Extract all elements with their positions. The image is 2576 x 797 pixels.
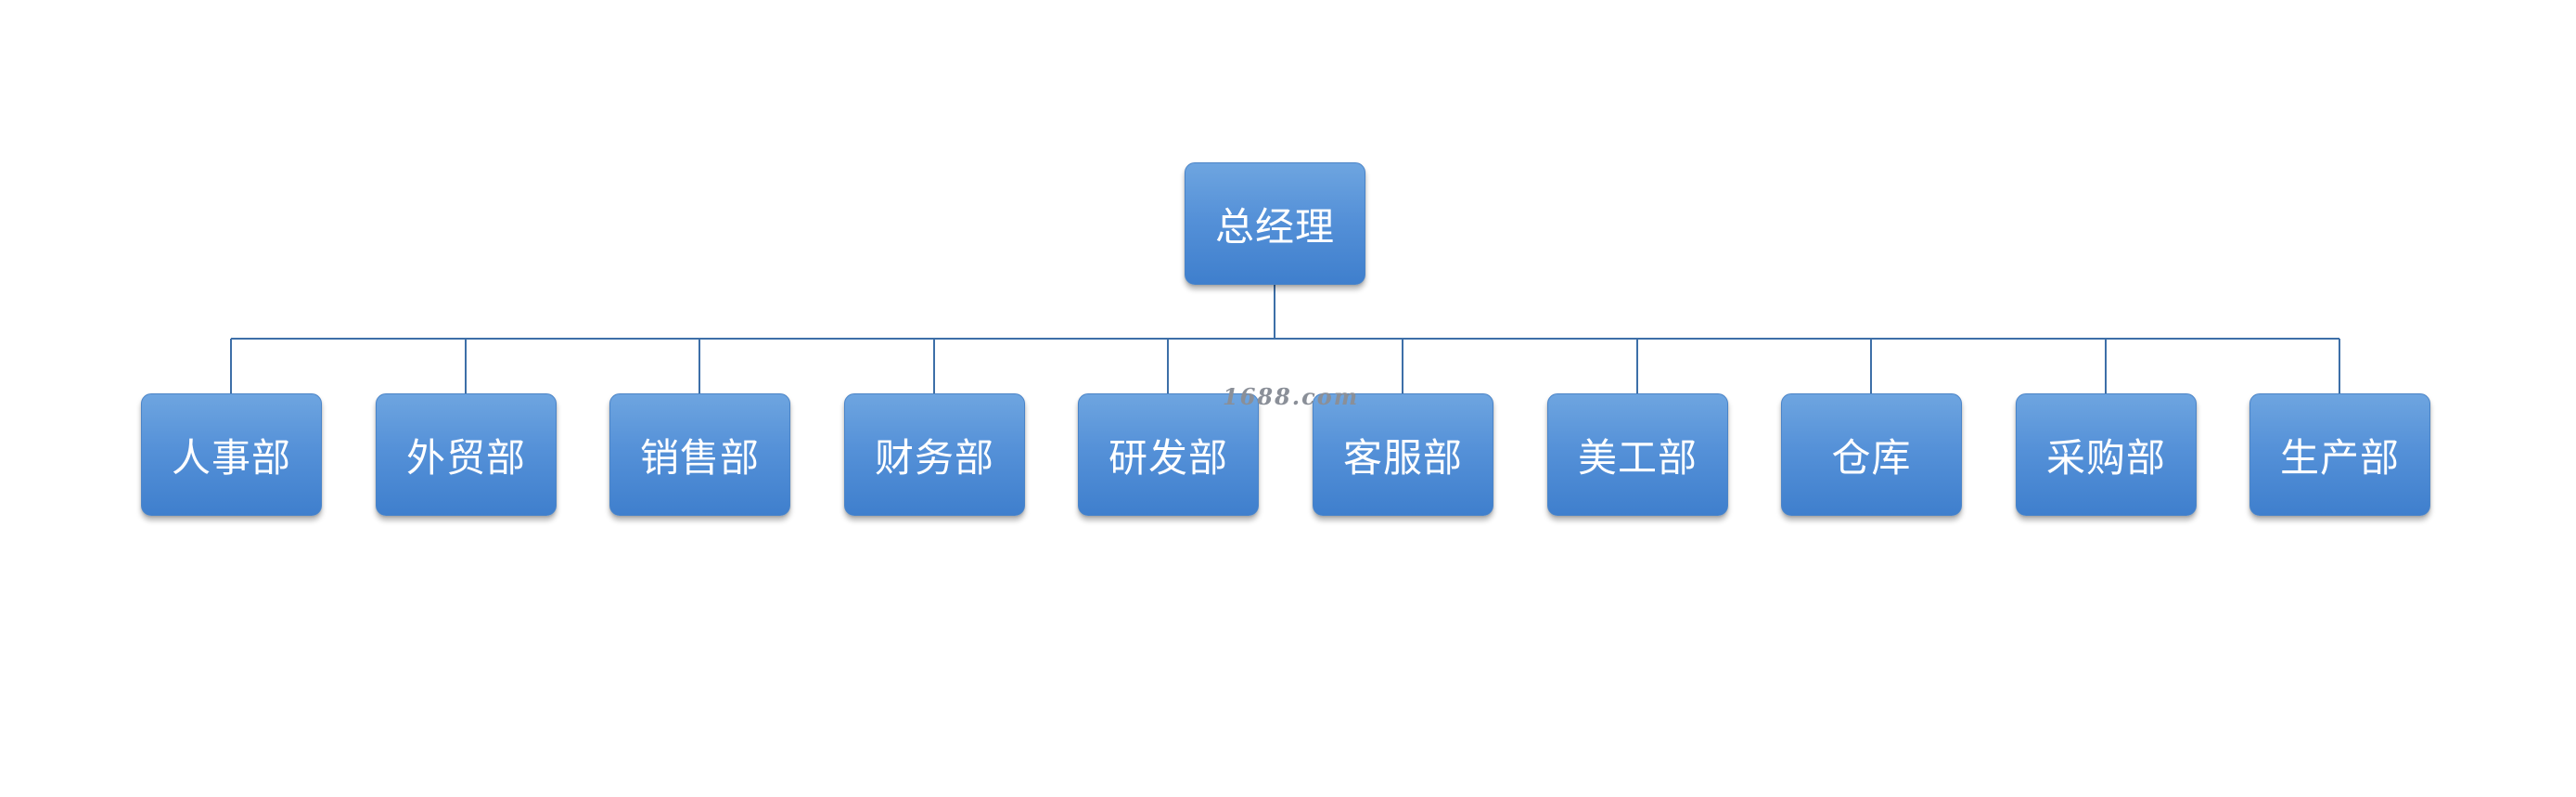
node-child-8: 仓库 (1781, 393, 1962, 516)
watermark: 1688.com (1223, 383, 1360, 410)
node-child-6: 客服部 (1313, 393, 1493, 516)
node-child-9: 采购部 (2016, 393, 2197, 516)
node-child-1: 人事部 (141, 393, 322, 516)
node-child-7: 美工部 (1547, 393, 1728, 516)
node-child-3: 销售部 (609, 393, 790, 516)
node-child-10: 生产部 (2249, 393, 2430, 516)
node-root: 总经理 (1185, 162, 1365, 285)
node-child-2: 外贸部 (376, 393, 557, 516)
node-child-5: 研发部 (1078, 393, 1259, 516)
node-child-4: 财务部 (844, 393, 1025, 516)
